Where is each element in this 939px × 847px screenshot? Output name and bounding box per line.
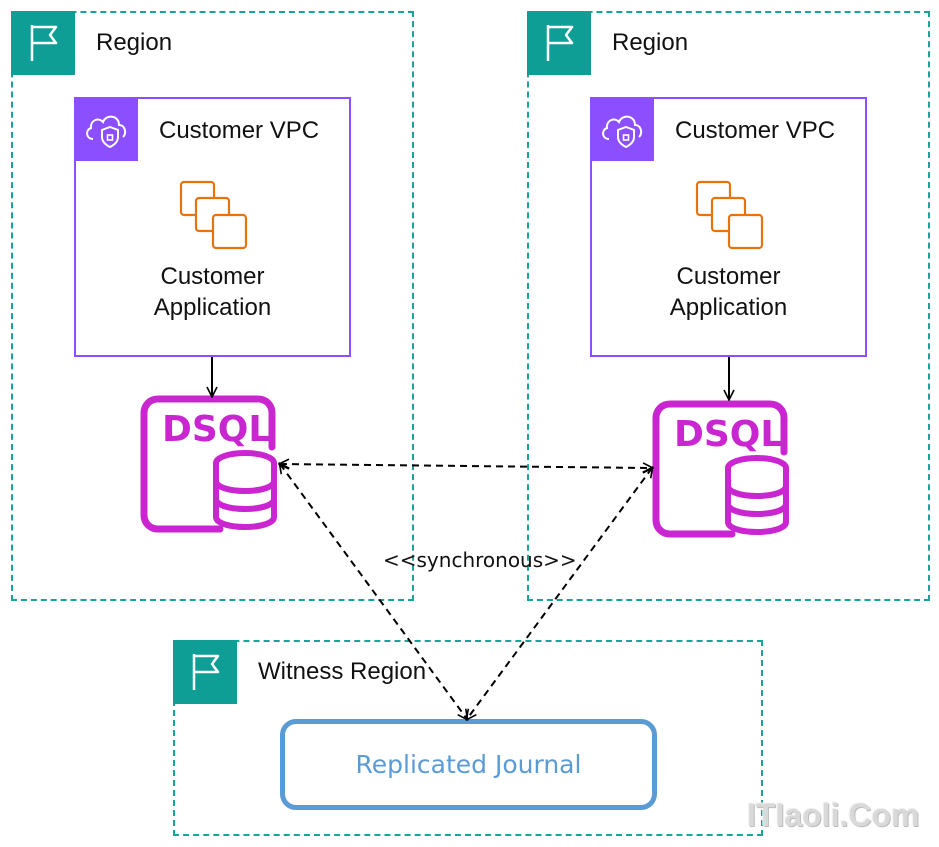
dsql-database-icon: DSQL (652, 400, 789, 538)
dsql-sync-link (280, 464, 652, 468)
region-title: Region (612, 29, 689, 56)
flag-icon (527, 11, 591, 75)
stacked-squares-icon (179, 180, 248, 250)
application-label: Customer Application (592, 261, 865, 323)
synchronous-label: <<synchronous>> (383, 548, 577, 572)
cloud-shield-icon (590, 97, 654, 161)
dsql-label: DSQL (674, 414, 783, 455)
flag-icon (11, 11, 75, 75)
application-label-line2: Application (669, 294, 788, 321)
replicated-journal: Replicated Journal (280, 719, 657, 810)
region-right: Region (527, 11, 930, 601)
application-label-line1: Customer (160, 263, 265, 290)
cloud-shield-icon (74, 97, 138, 161)
left-dsql-to-journal-link (280, 464, 467, 719)
watermark: ITIaoli.Com (747, 797, 920, 833)
vpc-title: Customer VPC (675, 117, 836, 144)
dsql-label: DSQL (162, 409, 271, 450)
stacked-squares-icon (695, 180, 764, 250)
right-dsql-to-journal-link (467, 468, 652, 719)
region-left: Region (11, 11, 414, 601)
application-label-line1: Customer (676, 263, 781, 290)
customer-vpc-right: Customer VPC Customer Application (590, 97, 867, 357)
customer-vpc-left: Customer VPC Customer Application (74, 97, 351, 357)
application-label-line2: Application (153, 294, 272, 321)
flag-icon (173, 640, 237, 704)
region-title: Region (96, 29, 173, 56)
application-label: Customer Application (76, 261, 349, 323)
dsql-database-icon: DSQL (140, 395, 277, 533)
vpc-title: Customer VPC (159, 117, 320, 144)
